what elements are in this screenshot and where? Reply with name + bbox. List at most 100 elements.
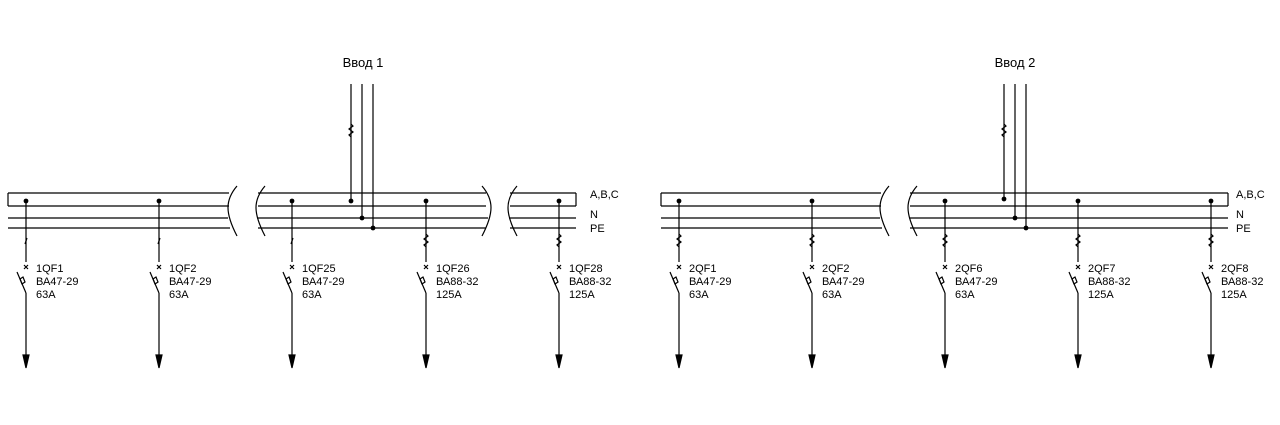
- breaker-rating: 63A: [302, 289, 322, 301]
- outgoing-feeder: [16, 198, 30, 369]
- junction-dot: [1023, 225, 1029, 231]
- breaker-latch: [285, 276, 292, 285]
- breaker-x-mark: [289, 264, 295, 270]
- breaker-latch: [938, 276, 945, 285]
- input-label: Ввод 1: [343, 55, 384, 70]
- breaker-x-mark: [942, 264, 948, 270]
- breaker-latch: [672, 276, 679, 285]
- breaker-model: ВА47-29: [822, 276, 864, 288]
- arrow-down-icon: [555, 354, 563, 369]
- breaker-x-mark: [23, 264, 29, 270]
- busbar-segment: [907, 185, 1229, 237]
- busbar-segment: [255, 185, 492, 237]
- breaker-id: 1QF28: [569, 263, 603, 275]
- breaker-rating: 125A: [436, 289, 462, 301]
- arrow-down-icon: [155, 354, 163, 369]
- bus-label-pe: PE: [590, 223, 605, 235]
- breaker-model: ВА47-29: [689, 276, 731, 288]
- junction-dot: [1012, 215, 1018, 221]
- junction-dot: [359, 215, 365, 221]
- bus-label-phases: A,B,C: [1236, 189, 1265, 201]
- input-label: Ввод 2: [995, 55, 1036, 70]
- breaker-rating: 125A: [1221, 289, 1247, 301]
- breaker-latch: [552, 276, 559, 285]
- bus-label-phases: A,B,C: [590, 189, 619, 201]
- breaker-id: 1QF1: [36, 263, 64, 275]
- breaker-latch: [152, 276, 159, 285]
- breaker-rating: 63A: [689, 289, 709, 301]
- busbar-segment: [7, 185, 238, 237]
- breaker-x-mark: [156, 264, 162, 270]
- breaker-model: ВА47-29: [36, 276, 78, 288]
- cable-mark: [942, 233, 948, 248]
- input-feeder: [348, 84, 374, 228]
- breaker-id: 2QF2: [822, 263, 850, 275]
- junction-dot: [348, 198, 354, 204]
- outgoing-feeder: [282, 198, 296, 369]
- breaker-model: ВА47-29: [955, 276, 997, 288]
- arrow-down-icon: [941, 354, 949, 369]
- breaker-id: 1QF25: [302, 263, 336, 275]
- breaker-x-mark: [556, 264, 562, 270]
- cable-mark: [556, 233, 562, 248]
- breaker-model: ВА47-29: [169, 276, 211, 288]
- breaker-id: 2QF6: [955, 263, 983, 275]
- arrow-down-icon: [1074, 354, 1082, 369]
- outgoing-feeder: [1201, 198, 1215, 369]
- breaker-rating: 125A: [569, 289, 595, 301]
- arrow-down-icon: [808, 354, 816, 369]
- busbar-segment: [660, 185, 890, 237]
- breaker-id: 2QF1: [689, 263, 717, 275]
- breaker-latch: [805, 276, 812, 285]
- breaker-rating: 63A: [36, 289, 56, 301]
- bus-label-pe: PE: [1236, 223, 1251, 235]
- arrow-down-icon: [22, 354, 30, 369]
- breaker-model: ВА88-32: [1221, 276, 1263, 288]
- outgoing-feeder: [669, 198, 683, 369]
- cable-mark: [676, 233, 682, 248]
- outgoing-feeder: [149, 198, 163, 369]
- cable-mark: [1075, 233, 1081, 248]
- breaker-model: ВА47-29: [302, 276, 344, 288]
- bus-label-neutral: N: [1236, 209, 1244, 221]
- cable-mark: [1208, 233, 1214, 248]
- arrow-down-icon: [675, 354, 683, 369]
- junction-dot: [1001, 196, 1007, 202]
- busbar-segment: [507, 185, 577, 237]
- input-feeder: [1001, 84, 1027, 228]
- breaker-model: ВА88-32: [436, 276, 478, 288]
- breaker-rating: 63A: [169, 289, 189, 301]
- breaker-x-mark: [1208, 264, 1214, 270]
- breaker-rating: 125A: [1088, 289, 1114, 301]
- arrow-down-icon: [288, 354, 296, 369]
- breaker-id: 2QF7: [1088, 263, 1116, 275]
- cable-mark: [809, 233, 815, 248]
- bus-label-neutral: N: [590, 209, 598, 221]
- breaker-latch: [19, 276, 26, 285]
- breaker-latch: [419, 276, 426, 285]
- outgoing-feeder: [1068, 198, 1082, 369]
- cable-mark: [24, 237, 28, 245]
- breaker-x-mark: [809, 264, 815, 270]
- breaker-x-mark: [676, 264, 682, 270]
- cable-mark: [423, 233, 429, 248]
- outgoing-feeder: [416, 198, 430, 369]
- breaker-x-mark: [1075, 264, 1081, 270]
- breaker-id: 2QF8: [1221, 263, 1249, 275]
- breaker-id: 1QF2: [169, 263, 197, 275]
- breaker-rating: 63A: [955, 289, 975, 301]
- breaker-latch: [1071, 276, 1078, 285]
- arrow-down-icon: [422, 354, 430, 369]
- breaker-model: ВА88-32: [1088, 276, 1130, 288]
- cable-mark: [157, 237, 161, 245]
- outgoing-feeder: [935, 198, 949, 369]
- breaker-x-mark: [423, 264, 429, 270]
- breaker-id: 1QF26: [436, 263, 470, 275]
- breaker-latch: [1204, 276, 1211, 285]
- outgoing-feeder: [802, 198, 816, 369]
- breaker-rating: 63A: [822, 289, 842, 301]
- junction-dot: [370, 225, 376, 231]
- arrow-down-icon: [1207, 354, 1215, 369]
- breaker-model: ВА88-32: [569, 276, 611, 288]
